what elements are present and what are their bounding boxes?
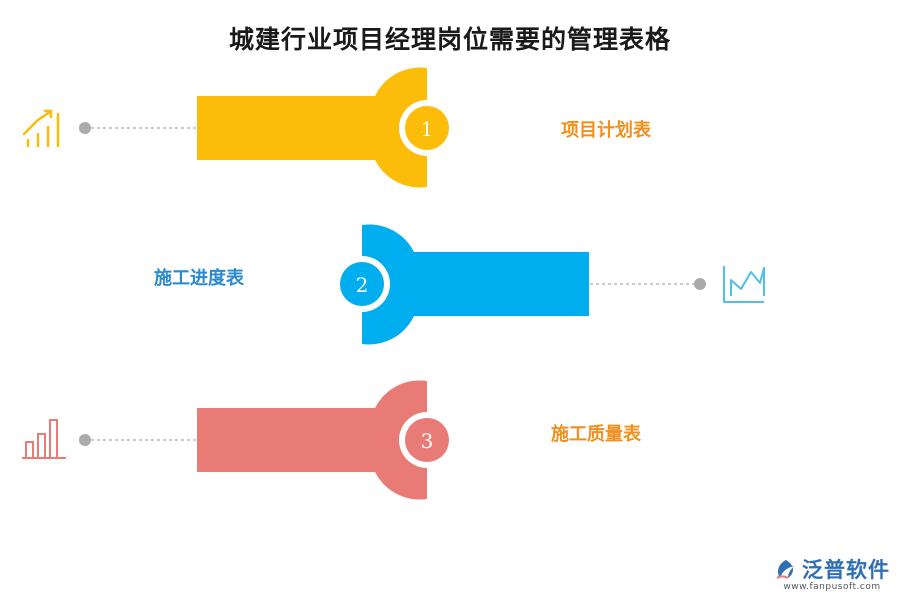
step-3: 3 [22, 380, 455, 500]
line-chart-icon [723, 266, 765, 303]
connector-dot-1 [79, 122, 91, 134]
step-2-number: 2 [356, 273, 369, 297]
logo-name: 泛普软件 [802, 558, 890, 582]
step-3-shape [197, 380, 427, 500]
step-1: 1 [22, 67, 455, 188]
step-2: 2 [334, 224, 765, 345]
step-1-badge [405, 106, 449, 150]
step-1-shape [197, 67, 427, 188]
connector-dot-3 [79, 434, 91, 446]
step-1-number: 1 [421, 117, 434, 141]
step-2-badge [340, 262, 384, 306]
bar-chart-icon [22, 419, 66, 459]
connector-dot-2 [694, 278, 706, 290]
page-title: 城建行业项目经理岗位需要的管理表格 [228, 25, 671, 54]
brand-logo: 泛普软件 www.fanpusoft.com [774, 554, 890, 592]
logo-url: www.fanpusoft.com [783, 582, 881, 592]
step-2-shape [362, 224, 589, 345]
step-1-label: 项目计划表 [561, 120, 651, 141]
step-3-number: 3 [421, 429, 434, 453]
fanpu-logo-icon [776, 560, 794, 579]
step-2-label: 施工进度表 [154, 268, 244, 289]
step-3-badge [405, 418, 449, 462]
step-3-label: 施工质量表 [551, 424, 641, 445]
growth-bars-icon [22, 109, 60, 148]
